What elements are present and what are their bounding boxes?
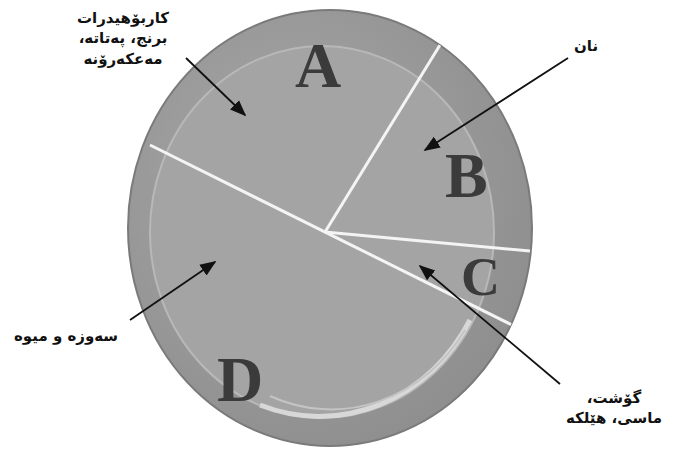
leader-arrow bbox=[186, 58, 245, 115]
plate-highlight bbox=[270, 330, 465, 409]
plate-highlight bbox=[260, 320, 470, 416]
plate-section: B bbox=[445, 144, 488, 208]
leader-arrow bbox=[130, 262, 215, 320]
section-letter: D bbox=[217, 348, 263, 412]
plate-section: C bbox=[461, 250, 500, 304]
plate-rim bbox=[128, 10, 532, 446]
plate-section: D bbox=[217, 348, 263, 412]
section-divider bbox=[325, 232, 530, 251]
section-letter: A bbox=[295, 34, 341, 98]
food-label: نان bbox=[574, 36, 598, 56]
leader-arrow bbox=[425, 58, 568, 150]
food-label: سەوزە و میوە bbox=[14, 326, 118, 346]
section-letter: B bbox=[445, 144, 488, 208]
food-label: کاربۆهیدرات برنج، پەتاتە، مەعکەرۆنە bbox=[66, 8, 180, 69]
plate-section: A bbox=[295, 34, 341, 98]
section-letter: C bbox=[461, 250, 500, 304]
food-label: گۆشت، ماسی، هێلکە bbox=[562, 388, 666, 429]
section-divider bbox=[325, 45, 440, 232]
